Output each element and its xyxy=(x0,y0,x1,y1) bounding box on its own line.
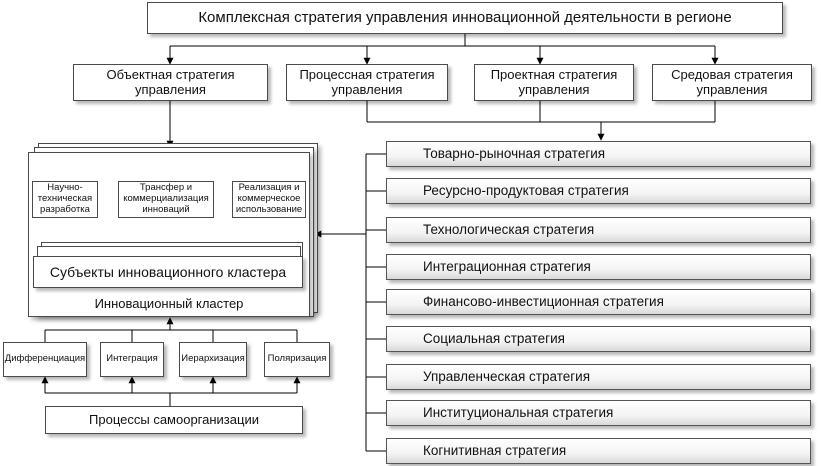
strategy-box: Институциональная стратегия xyxy=(386,400,811,426)
stage-rd-box: Научно-техническая разработка xyxy=(32,181,98,218)
project-strategy-box: Проектная стратегия управления xyxy=(474,64,634,101)
main-strategy-box: Комплексная стратегия управления инновац… xyxy=(147,2,783,34)
strategy-box: Интеграционная стратегия xyxy=(386,254,811,280)
stage-commercial-box: Реализация и коммерческое использование xyxy=(232,181,306,218)
object-strategy-box: Объектная стратегия управления xyxy=(73,64,268,101)
process-strategy-box: Процессная стратегия управления xyxy=(286,64,448,101)
environment-strategy-box: Средовая стратегия управления xyxy=(652,64,812,101)
stage-transfer-box: Трансфер и коммерциализация инноваций xyxy=(118,181,214,218)
strategy-box: Социальная стратегия xyxy=(386,326,811,352)
cluster-panel xyxy=(28,152,310,317)
strategy-box: Управленческая стратегия xyxy=(386,364,811,390)
subjects-box: Субъекты инновационного кластера xyxy=(33,256,303,288)
process-hierarchization-box: Иерархизация xyxy=(179,342,247,377)
strategy-box: Ресурсно-продуктовая стратегия xyxy=(386,178,811,204)
process-integration-box: Интеграция xyxy=(100,342,164,377)
process-polarization-box: Поляризация xyxy=(264,342,330,377)
process-differentiation-box: Дифференциация xyxy=(3,342,87,377)
strategy-box: Технологическая стратегия xyxy=(386,217,811,243)
cluster-label: Инновационный кластер xyxy=(94,296,244,311)
strategy-box: Товарно-рыночная стратегия xyxy=(386,141,811,167)
strategy-box: Финансово-инвестиционная стратегия xyxy=(386,289,811,315)
self-organization-box: Процессы самоорганизации xyxy=(45,406,303,434)
strategy-box: Когнитивная стратегия xyxy=(386,438,811,464)
